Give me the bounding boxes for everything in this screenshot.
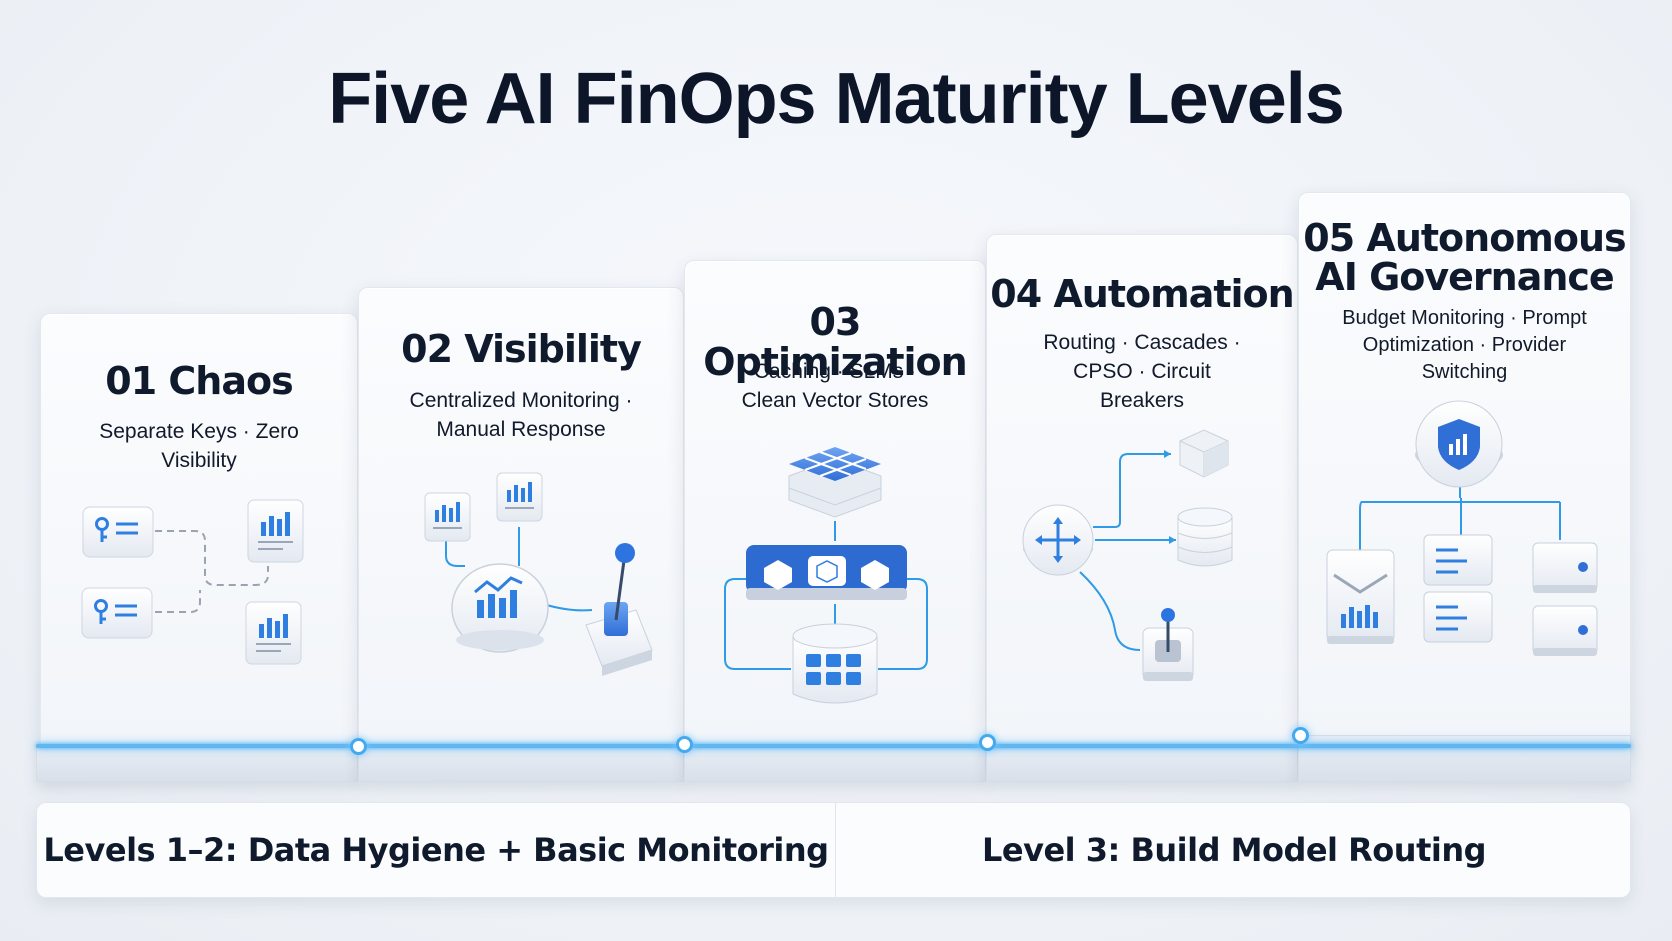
level-5-title-line1: 05 Autonomous xyxy=(1303,216,1626,260)
level-3-title: 03 Optimization xyxy=(703,300,967,384)
joystick-icon xyxy=(585,543,653,676)
bar-chart-icon xyxy=(496,472,543,522)
level-5-base xyxy=(1298,735,1631,782)
progress-node-2 xyxy=(676,736,693,753)
key-card-icon xyxy=(82,506,154,558)
level-2-base xyxy=(358,744,684,782)
key-card-icon xyxy=(81,587,153,639)
level-4-subtitle: Routing · Cascades · CPSO · Circuit Brea… xyxy=(1043,331,1241,412)
level-card-1: 01 Chaos Separate Keys · Zero Visibility xyxy=(40,313,358,749)
routing-hub-icon xyxy=(1022,504,1094,576)
level-3-icons xyxy=(724,447,928,704)
progress-node-1 xyxy=(350,738,367,755)
bar-chart-icon xyxy=(424,492,471,542)
database-icon xyxy=(1177,507,1233,567)
level-3-subtitle: Caching · SLMs · Clean Vector Stores xyxy=(741,360,929,412)
level-1-icons xyxy=(81,499,304,665)
level-1-title: 01 Chaos xyxy=(105,359,293,403)
monitor-dashboard-icon xyxy=(451,563,549,653)
progress-node-4 xyxy=(1292,727,1309,744)
summary-left: Levels 1–2: Data Hygiene + Basic Monitor… xyxy=(43,831,829,869)
server-icon xyxy=(1532,542,1598,593)
level-4-base xyxy=(986,744,1298,782)
level-5-icons xyxy=(1326,400,1598,656)
level-2-title: 02 Visibility xyxy=(401,327,642,371)
router-pipeline-icon xyxy=(746,545,907,600)
page-title: Five AI FinOps Maturity Levels xyxy=(328,59,1345,139)
level-5-subtitle: Budget Monitoring · Prompt Optimization … xyxy=(1342,307,1587,383)
summary-divider xyxy=(835,803,836,897)
server-icon xyxy=(1532,605,1598,656)
level-5-title-line2: AI Governance xyxy=(1315,255,1614,299)
level-2-icons xyxy=(424,472,653,676)
progress-line xyxy=(36,744,1631,748)
level-1-subtitle: Separate Keys · Zero Visibility xyxy=(99,420,299,472)
progress-node-3 xyxy=(979,734,996,751)
chart-panel-icon xyxy=(1326,549,1395,644)
document-icon xyxy=(1423,534,1493,586)
summary-bar: Levels 1–2: Data Hygiene + Basic Monitor… xyxy=(36,802,1631,898)
shield-chart-icon xyxy=(1415,400,1503,488)
joystick-icon xyxy=(1142,608,1194,681)
level-2-subtitle: Centralized Monitoring · Manual Response xyxy=(409,389,633,441)
database-icon xyxy=(792,623,878,704)
cube-icon xyxy=(1179,429,1229,478)
level-3-base xyxy=(684,744,986,782)
summary-right: Level 3: Build Model Routing xyxy=(981,831,1487,869)
level-1-base xyxy=(36,744,358,782)
level-card-4: 04 Automation Routing · Cascades · CPSO … xyxy=(986,234,1298,749)
level-4-title: 04 Automation xyxy=(990,272,1294,316)
level-4-icons xyxy=(1022,429,1233,681)
bar-chart-icon xyxy=(247,499,304,563)
bar-chart-icon xyxy=(245,601,302,665)
cache-grid-icon xyxy=(788,447,882,518)
document-icon xyxy=(1423,591,1493,643)
